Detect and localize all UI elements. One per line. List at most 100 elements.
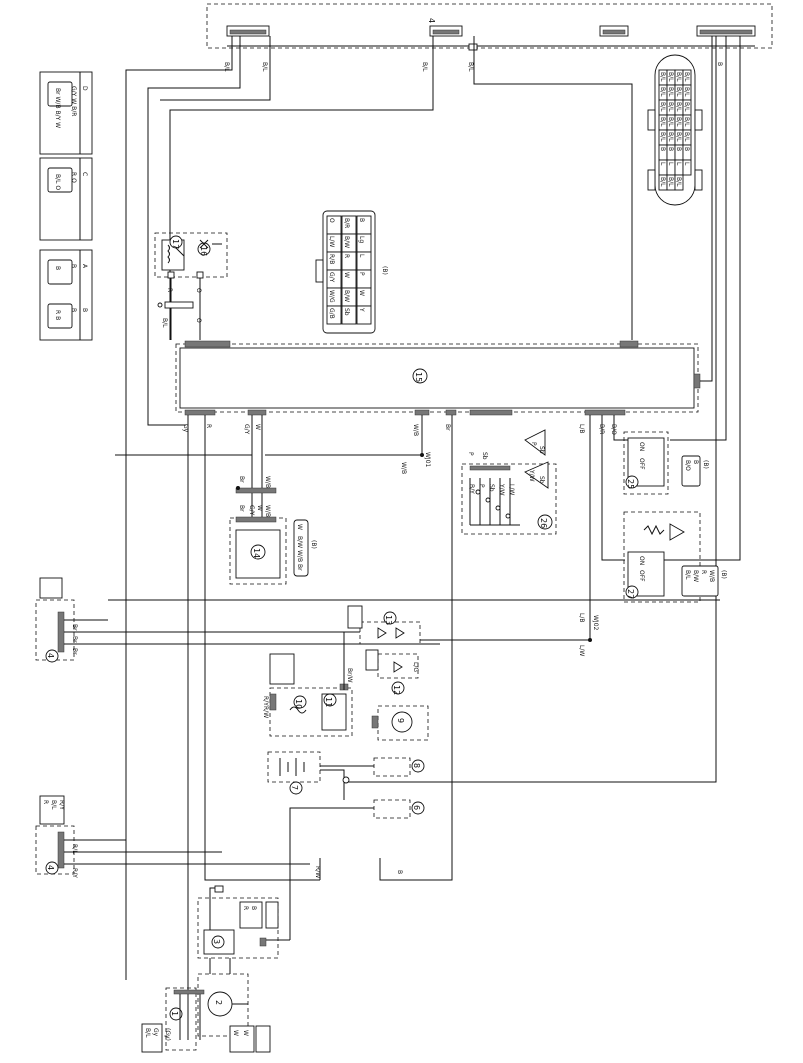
main-connector-cell-label: B	[667, 147, 674, 151]
component-number-8: 8	[412, 763, 421, 768]
ecu-grid-cell-label: B/R	[343, 218, 350, 228]
ecu-grid-cell-label: L/W	[328, 236, 335, 247]
main-connector-cell-label: B/L	[675, 72, 682, 82]
ecu-grid-cell: R	[341, 251, 357, 271]
main-connector-cell-label: B/L	[667, 132, 674, 142]
component-number-10: 11	[324, 697, 333, 707]
c27-code-2: R	[700, 570, 707, 574]
ecu-grid-cell: W/G	[326, 287, 342, 307]
ecu-grid-cell-label: W/G	[328, 290, 335, 303]
bottom-label-b: B	[396, 870, 403, 874]
c4b-code-1: B/L	[50, 800, 57, 810]
c14-b-marker: (B)	[310, 540, 317, 549]
top-connector-mid	[429, 25, 463, 37]
top-connector-mid-right	[599, 25, 629, 37]
ecu-grid-cell-label: R	[343, 254, 350, 258]
bottom-label-rw: R/W	[314, 866, 321, 878]
ecu-label-wb: W/B	[412, 424, 419, 436]
relay-wire-bl: B/L	[161, 318, 168, 328]
main-connector-cell: B/L	[682, 114, 692, 131]
c4a-label-br: Br	[71, 624, 78, 631]
ecu-grid-cell: B	[356, 215, 372, 235]
c1-code-0: B/L	[144, 1028, 151, 1038]
ecu-grid-cell: R/B	[326, 251, 342, 271]
ecu-grid-cell-label: G/B	[328, 308, 335, 319]
connector-26-icon: P Sb Y/W Sb	[524, 429, 549, 489]
main-connector-cell: B/L	[666, 114, 676, 131]
c26-code-2: Y/W	[528, 469, 535, 482]
f9-label-ry: R/Y	[262, 696, 269, 706]
ecu-grid-cell: Sb	[341, 305, 357, 325]
component-6: 6	[289, 799, 425, 940]
main-connector-cell-label: B/L	[659, 102, 666, 112]
component-8: 8	[373, 757, 425, 777]
battery-7: 7	[267, 751, 321, 795]
component-11: 9	[371, 705, 429, 741]
main-connector-cell: B	[658, 144, 668, 161]
c2-code-1: W	[242, 1030, 249, 1036]
ecu-grid-cell: W	[341, 269, 357, 289]
main-connector-cell: B/L	[658, 84, 668, 101]
top-connector-left	[226, 25, 270, 37]
component-2: 2 W W	[197, 973, 271, 1053]
connector-25-icon: B/O B (B)	[681, 455, 709, 487]
ecu-label-gy2: G/Y	[243, 424, 250, 435]
c4b-label-rl: R/L	[71, 844, 78, 854]
main-connector-cell: B/L	[666, 129, 676, 146]
c27-code-3: W/B	[708, 570, 715, 582]
c14-code-3: Br	[296, 564, 303, 571]
main-connector-cell-label: B/L	[675, 177, 682, 187]
component-number-4-top: 4	[427, 18, 436, 23]
main-connector-cell-label: B	[659, 147, 666, 151]
main-connector-cell: B/L	[658, 129, 668, 146]
main-connector-cell-label: L	[675, 162, 682, 166]
main-connector-cell-label: B/L	[659, 72, 666, 82]
c14-label-wb: W/B	[264, 505, 271, 517]
main-connector-cell-label: B/L	[683, 72, 690, 82]
c26-label-yw: Y/W	[498, 483, 505, 496]
ecu-grid-cell-label: Sb	[343, 308, 350, 316]
main-connector-cell-label: B/L	[659, 177, 666, 187]
c27-b-marker: (B)	[720, 570, 727, 579]
ecu-grid-cell-label: G/Y	[328, 272, 335, 283]
component-26-box	[461, 463, 557, 535]
legend-code: B	[54, 266, 61, 270]
main-connector-cell-label: L	[667, 162, 674, 166]
main-connector-cell: B/L	[674, 174, 684, 191]
legend-letter: D	[81, 86, 88, 91]
main-connector-cell: B/L	[674, 84, 684, 101]
main-connector-cell-label: B/L	[683, 117, 690, 127]
component-1: 1 B/L Gy (Gy)	[141, 987, 197, 1053]
main-connector-cell: B/L	[666, 84, 676, 101]
r10-label-brw: Br/W	[346, 668, 353, 683]
ecu-grid-cell: L	[356, 251, 372, 271]
main-connector-cell-label: B/L	[667, 102, 674, 112]
component-number-25: 25	[626, 479, 635, 489]
component-number-26: 26	[539, 518, 548, 528]
ecu-grid-cell-label: L	[358, 254, 365, 258]
legend-code: Br W/B B/Y W	[54, 88, 61, 128]
c27-code-0: B/L	[684, 570, 691, 580]
main-connector-cell: B/L	[658, 69, 668, 86]
main-connector-cell: B/L	[674, 69, 684, 86]
main-connector-cell-label: B/L	[675, 102, 682, 112]
main-connector-cell: L	[658, 159, 668, 176]
c25-code-1: B	[692, 460, 699, 464]
main-connector-cell: B/L	[682, 129, 692, 146]
ecu-grid-cell: B/W	[341, 287, 357, 307]
component-25-box	[623, 431, 669, 495]
main-connector-cell-label: B/L	[659, 117, 666, 127]
c4a-label-br2: Br	[71, 636, 78, 643]
c1-gy-marker: (Gy)	[164, 1028, 171, 1041]
ecu-grid-cell: W	[356, 287, 372, 307]
c26-label-lw: L/W	[508, 484, 515, 495]
ecu-grid-cell-label: B	[358, 218, 365, 222]
main-connector-cell-label: L	[683, 162, 690, 166]
top-wire-label-4: B/L	[467, 62, 474, 72]
main-connector-cell-label: B/L	[683, 132, 690, 142]
diode-12: 12 L/G	[365, 649, 419, 695]
